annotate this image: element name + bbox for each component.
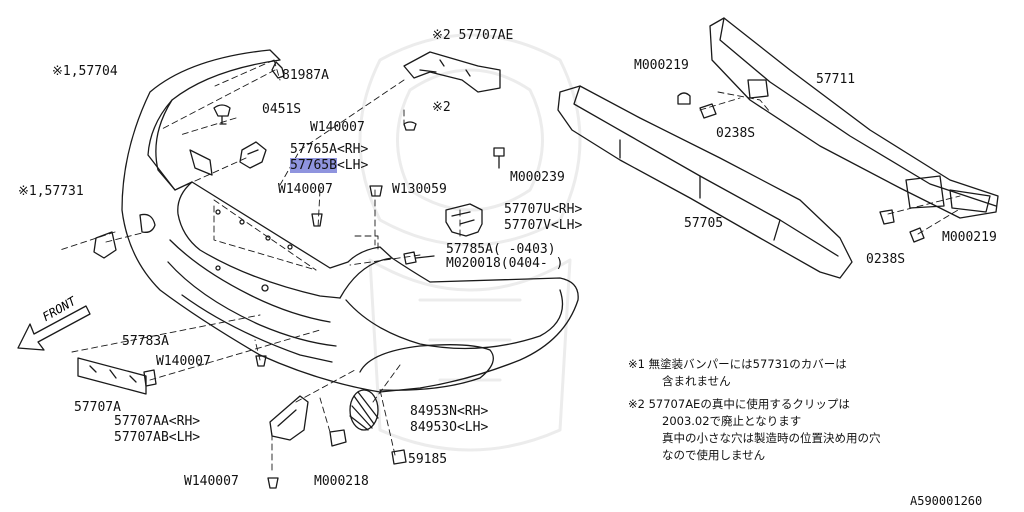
label-57731: ※1,57731 <box>18 184 84 199</box>
label-84953o: 84953O<LH> <box>410 420 489 435</box>
note-2-line-3: 真中の小さな穴は製造時の位置決め用の穴 <box>662 431 881 445</box>
label-81987a: 81987A <box>282 68 329 83</box>
front-bumper-57704 <box>121 49 579 393</box>
reinforcement-57711 <box>709 17 999 219</box>
label-84953n: 84953N<RH> <box>410 404 489 419</box>
nut-0238s-icon <box>879 209 895 225</box>
label-w130059: W130059 <box>392 182 447 197</box>
highlighted-part-number[interactable]: 57765B <box>290 158 337 173</box>
label-note2-mark: ※2 <box>432 100 451 115</box>
note-2-line-2: 2003.02で廃止となります <box>662 414 802 428</box>
front-arrow-icon <box>17 305 91 351</box>
note-2-line-4: なので使用しません <box>662 448 766 462</box>
nut-0238s-icon <box>699 103 717 119</box>
screw-0451s-icon <box>213 104 231 125</box>
bolt-m000219-icon <box>909 227 925 243</box>
label-57707a: 57707A <box>74 400 121 415</box>
bolt-m000239-icon <box>493 147 505 169</box>
watermark-crest-icon <box>358 33 582 452</box>
bracket-57707u <box>445 203 483 237</box>
label-57705: 57705 <box>684 216 724 231</box>
screw-w140007-icon <box>403 121 417 131</box>
label-w140007: W140007 <box>278 182 333 197</box>
label-57711: 57711 <box>816 72 856 87</box>
note-2-line-1: 57707AEの真中に使用するクリップは <box>648 397 850 411</box>
bracket-57707aa <box>269 395 309 441</box>
note-1-line-2: 含まれません <box>662 374 731 388</box>
note-1: ※1 無塗装バンパーには57731のカバーは <box>628 356 847 373</box>
label-m000219-bottom: M000219 <box>942 230 997 245</box>
clip-w140007-icon <box>267 477 279 489</box>
bolt-m000219-icon <box>677 92 691 105</box>
label-57765a: 57765A<RH> <box>290 142 369 157</box>
leader-lines <box>59 59 961 471</box>
bracket-57765-icon <box>239 141 267 169</box>
clip-w140007-icon <box>311 213 323 227</box>
label-57783a: 57783A <box>122 334 169 349</box>
cover-57731-icon <box>93 231 117 259</box>
label-m000219-top: M000219 <box>634 58 689 73</box>
label-57707ae: ※2 57707AE <box>432 28 514 43</box>
clip-w140007-icon <box>255 355 267 367</box>
clip-81987a-icon <box>271 61 285 79</box>
label-0451s: 0451S <box>262 102 302 117</box>
bolt-m000218-icon <box>329 429 347 447</box>
label-w140007-mid: W140007 <box>156 354 211 369</box>
clip-w130059-icon <box>369 185 383 197</box>
label-59185: 59185 <box>408 452 448 467</box>
label-57707aa: 57707AA<RH> <box>114 414 201 429</box>
label-57785a: 57785A( -0403) <box>446 242 556 257</box>
diagram-id: A590001260 <box>910 494 983 508</box>
label-57704: ※1,57704 <box>52 64 118 79</box>
bracket-57707a <box>77 357 147 395</box>
label-57765b: 57765B<LH> <box>290 158 368 173</box>
label-w140007-bottom: W140007 <box>184 474 239 489</box>
absorber-57705 <box>557 85 853 279</box>
label-m000218: M000218 <box>314 474 369 489</box>
note-1-mark: ※1 <box>628 357 645 371</box>
grille-84953 <box>349 389 379 431</box>
clip-57783a-icon <box>143 369 157 387</box>
bracket-57707ae <box>403 51 501 93</box>
label-0238s-bottom: 0238S <box>866 252 906 267</box>
label-m020018: M020018(0404- ) <box>446 256 564 271</box>
label-0238s-top: 0238S <box>716 126 756 141</box>
label-57707u: 57707U<RH> <box>504 202 583 217</box>
note-2-mark: ※2 <box>628 397 645 411</box>
label-57707ab: 57707AB<LH> <box>114 430 201 445</box>
note-1-line-1: 無塗装バンパーには57731のカバーは <box>648 357 847 371</box>
label-57707v: 57707V<LH> <box>504 218 583 233</box>
label-w140007-top: W140007 <box>310 120 365 135</box>
bolt-m020018-icon <box>403 251 435 265</box>
label-m000239: M000239 <box>510 170 565 185</box>
screw-59185-icon <box>391 449 407 465</box>
label-57765b-side: <LH> <box>336 158 369 173</box>
note-2: ※2 57707AEの真中に使用するクリップは <box>628 396 850 413</box>
